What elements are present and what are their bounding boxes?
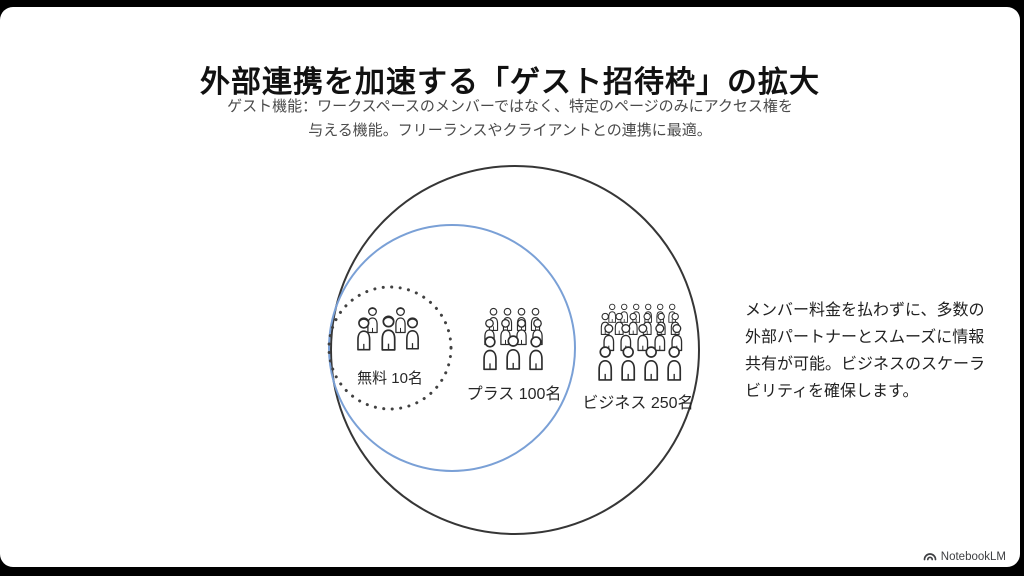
slide-title: 外部連携を加速する「ゲスト招待枠」の拡大 [200,66,820,100]
notebooklm-logo-icon [923,553,937,561]
slide: 外部連携を加速する「ゲスト招待枠」の拡大 ゲスト機能：ワークスペースのメンバーで… [0,7,1020,567]
people-group-large-icon [598,303,683,381]
notebooklm-watermark: NotebookLM [923,550,1006,563]
free-tier-ring [327,285,453,411]
people-group-small-icon [357,307,419,351]
plus-tier-label: プラス 100名 [466,386,562,403]
slide-subtitle: ゲスト機能：ワークスペースのメンバーではなく、特定のページのみにアクセス権を 与… [227,98,793,139]
people-group-medium-icon [483,307,543,371]
business-tier-label: ビジネス 250名 [582,395,694,412]
free-tier-label: 無料 10名 [357,370,423,387]
brand-name: NotebookLM [940,550,1006,563]
benefit-note: メンバー料金を払わずに、多数の 外部パートナーとスムーズに情報 共有が可能。ビジ… [745,302,986,400]
tier-diagram: 無料 10名 プラス 100名 ビジネス 250名 [0,7,1020,567]
plus-tier-ring [328,224,576,472]
